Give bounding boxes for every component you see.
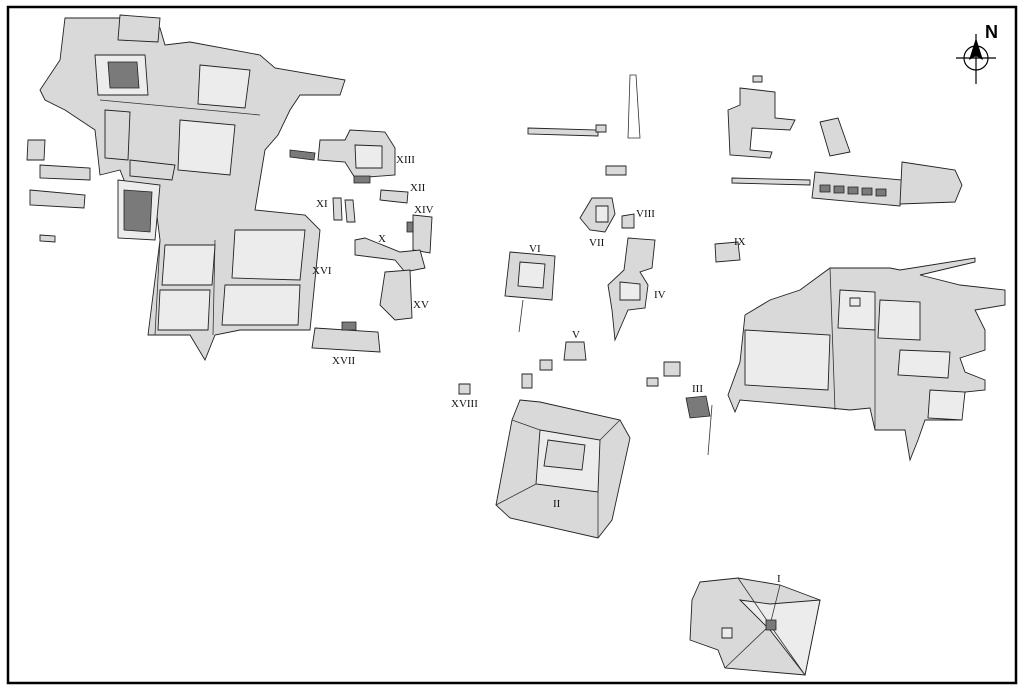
structure-small-w1 bbox=[539, 359, 553, 371]
wall-north-center-end bbox=[595, 124, 607, 133]
structure-vii bbox=[579, 197, 616, 233]
label-xvii: XVII bbox=[332, 355, 356, 367]
structure-v bbox=[563, 341, 587, 361]
label-i: I bbox=[777, 573, 781, 585]
structure-small-e2 bbox=[663, 361, 681, 377]
northwest-acropolis bbox=[26, 14, 346, 362]
label-iv: IV bbox=[654, 289, 666, 301]
structure-viii bbox=[621, 213, 635, 229]
structure-xv bbox=[379, 269, 413, 321]
structure-i bbox=[689, 577, 821, 677]
label-vii: VII bbox=[589, 237, 605, 249]
structure-xiv bbox=[406, 214, 433, 254]
label-xiv: XIV bbox=[414, 204, 434, 216]
label-viii: VIII bbox=[636, 208, 655, 220]
wall-north-center bbox=[527, 127, 599, 137]
label-xii: XII bbox=[410, 182, 426, 194]
label-xi: XI bbox=[316, 198, 328, 210]
structure-iv bbox=[607, 237, 656, 342]
label-x: X bbox=[378, 233, 386, 245]
structure-small-center bbox=[605, 165, 627, 176]
structure-xiii bbox=[317, 129, 396, 184]
structure-xi bbox=[332, 197, 356, 223]
label-xiii: XIII bbox=[396, 154, 415, 166]
structure-iii bbox=[685, 395, 713, 456]
structure-xii bbox=[379, 189, 409, 204]
label-xvi: XVI bbox=[312, 265, 332, 277]
causeway-north bbox=[627, 74, 641, 139]
structure-ix bbox=[714, 241, 741, 263]
structure-x bbox=[354, 237, 426, 273]
structure-small-w2 bbox=[521, 373, 533, 389]
label-iii: III bbox=[692, 383, 703, 395]
label-v: V bbox=[572, 329, 580, 341]
label-vi: VI bbox=[529, 243, 541, 255]
north-arrow-icon bbox=[969, 38, 983, 60]
structure-vi bbox=[504, 251, 556, 333]
label-ii: II bbox=[553, 498, 561, 510]
label-xv: XV bbox=[413, 299, 429, 311]
north-label: N bbox=[985, 22, 998, 42]
structure-small-e1 bbox=[646, 377, 659, 387]
structure-xvii bbox=[311, 321, 381, 353]
label-ix: IX bbox=[734, 236, 746, 248]
label-xviii: XVIII bbox=[451, 398, 478, 410]
northeast-group bbox=[727, 75, 963, 207]
north-arrow: N bbox=[956, 22, 998, 84]
east-group bbox=[727, 257, 1006, 462]
structure-ii bbox=[495, 399, 631, 539]
structure-xviii bbox=[458, 383, 471, 395]
